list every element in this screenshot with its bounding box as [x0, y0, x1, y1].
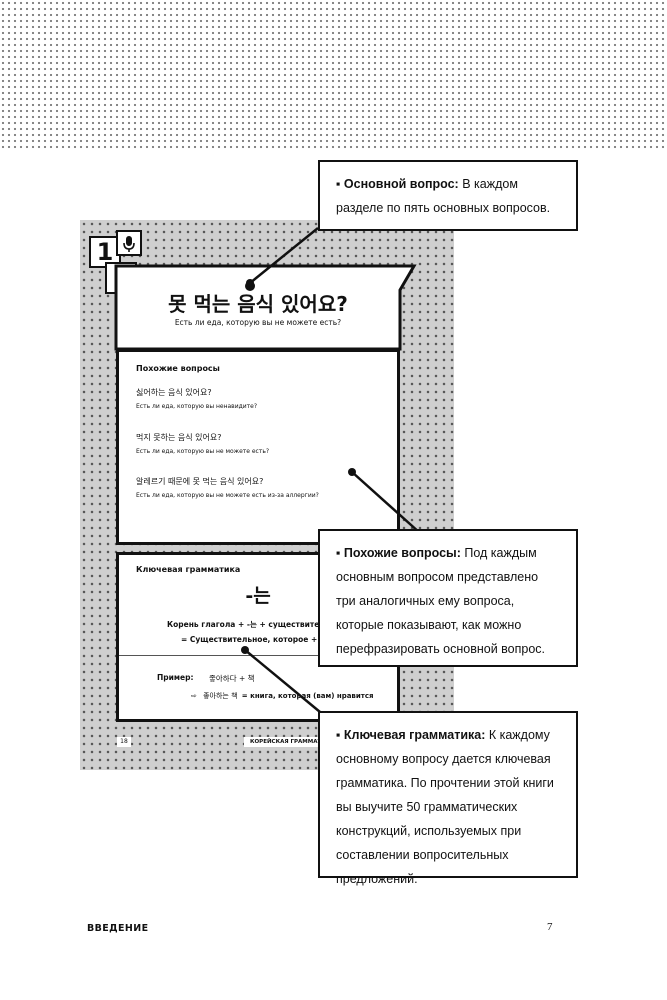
callout-similar-questions: ▪ Похожие вопросы: Под каждым основным в… — [318, 529, 578, 667]
example-result-translation: = книга, которая (вам) нравится — [241, 692, 374, 700]
main-question-text: 못 먹는 음식 있어요? Есть ли еда, которую вы не … — [116, 266, 400, 350]
chapter-title: ВВЕДЕНИЕ — [87, 923, 149, 934]
callout-key-grammar: ▪ Ключевая грамматика: К каждому основно… — [318, 711, 578, 886]
example-result: ⇨ 좋아하는 책 = книга, которая (вам) нравится — [191, 691, 373, 701]
inner-page-number: 18 — [117, 737, 131, 747]
example-label: Пример: — [157, 673, 194, 682]
similar-question-korean: 싫어하는 음식 있어요? — [136, 388, 212, 397]
connector-dot — [245, 281, 255, 291]
inner-running-title: КОРЕЙСКАЯ ГРАММАТИ — [244, 737, 324, 747]
dotted-pattern-header — [0, 0, 667, 150]
grammar-rule-line: Корень глагола + -는 + существител — [167, 620, 325, 629]
callout-title: Ключевая грамматика: — [343, 728, 486, 742]
page-number: 7 — [547, 921, 553, 933]
callout-text: К каждому основному вопросу дается ключе… — [336, 728, 554, 886]
callout-text: Под каждым основным вопросом представлен… — [336, 546, 546, 656]
key-grammar-heading: Ключевая грамматика — [136, 565, 241, 574]
arrow-right-icon: ⇨ — [191, 692, 197, 700]
callout-text: В каждом разделе по пять основных вопрос… — [336, 177, 551, 215]
similar-questions-card: Похожие вопросы 싫어하는 음식 있어요? Есть ли еда… — [116, 349, 400, 545]
callout-title: Похожие вопросы: — [343, 546, 461, 560]
example-result-korean: 좋아하는 책 — [203, 692, 238, 700]
callout-title: Основной вопрос: — [343, 177, 459, 191]
main-question-korean: 못 먹는 음식 있어요? — [168, 292, 348, 316]
example-words: 좋아하다 + 책 — [209, 674, 255, 683]
similar-questions-heading: Похожие вопросы — [136, 364, 220, 373]
grammar-rule-line: = Существительное, которое + гла — [181, 635, 335, 644]
similar-question-korean: 알레르기 때문에 못 먹는 음식 있어요? — [136, 477, 264, 486]
callout-main-question: ▪ Основной вопрос: В каждом разделе по п… — [318, 160, 578, 231]
grammar-form: -는 — [245, 585, 271, 607]
similar-question-korean: 먹지 못하는 음식 있어요? — [136, 433, 222, 442]
similar-question-translation: Есть ли еда, которую вы ненавидите? — [136, 403, 258, 410]
microphone-icon — [116, 230, 142, 256]
similar-question-translation: Есть ли еда, которую вы не можете есть? — [136, 448, 270, 455]
similar-question-translation: Есть ли еда, которую вы не можете есть и… — [136, 492, 319, 499]
main-question-translation: Есть ли еда, которую вы не можете есть? — [174, 318, 342, 327]
